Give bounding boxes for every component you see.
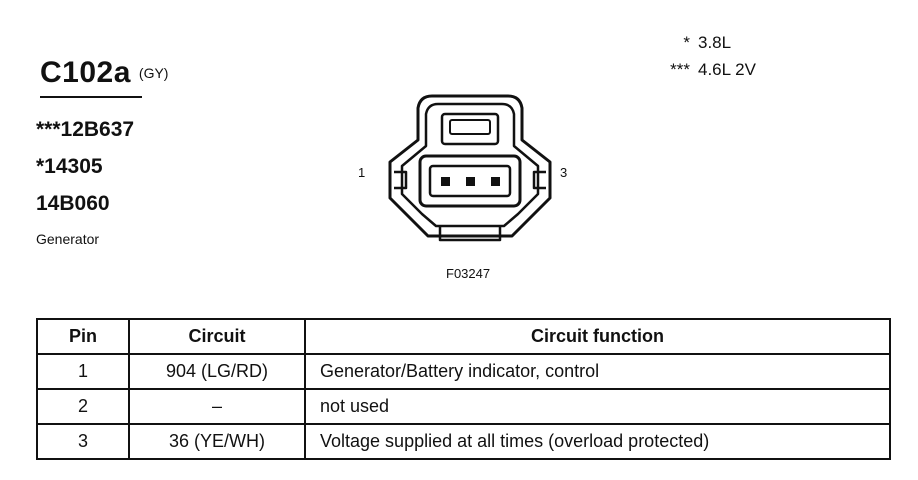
table-header-row: Pin Circuit Circuit function: [36, 318, 891, 355]
table-row: 2 – not used: [36, 388, 891, 425]
terminal-cavity-inner: [428, 164, 512, 198]
connector-id: C102a: [40, 56, 131, 89]
terminal-3: [491, 177, 500, 186]
header-pin: Pin: [36, 318, 130, 355]
housing-outline: [388, 94, 552, 238]
legend-text: 3.8L: [698, 33, 732, 52]
header-circuit: Circuit: [128, 318, 306, 355]
figure-code: F03247: [446, 266, 491, 281]
bottom-key: [438, 226, 502, 242]
part-number-1: ***12B637: [36, 118, 135, 141]
connector-face-drawing: [380, 90, 560, 250]
pinout-table: Pin Circuit Circuit function 1 904 (LG/R…: [36, 318, 891, 460]
cell-circuit: 36 (YE/WH): [128, 423, 306, 460]
cell-circuit: –: [128, 388, 306, 425]
cell-pin: 3: [36, 423, 130, 460]
engine-legend: * 3.8L *** 4.6L 2V: [620, 33, 800, 87]
title-underline: [40, 96, 142, 98]
component-description: Generator: [36, 231, 100, 247]
cell-pin: 2: [36, 388, 130, 425]
part-number-3: 14B060: [36, 192, 110, 215]
terminal-2: [466, 177, 475, 186]
left-lug: [394, 170, 408, 190]
cell-pin: 1: [36, 353, 130, 390]
legend-mark: ***: [670, 60, 690, 79]
terminal-cavity-outer: [418, 154, 522, 208]
latch-inner: [449, 119, 491, 135]
cell-function: Voltage supplied at all times (overload …: [304, 423, 891, 460]
legend-row: *** 4.6L 2V: [620, 60, 800, 87]
right-lug: [532, 170, 546, 190]
table-row: 3 36 (YE/WH) Voltage supplied at all tim…: [36, 423, 891, 460]
connector-title: C102a (GY): [40, 56, 168, 90]
cell-function: not used: [304, 388, 891, 425]
legend-mark: *: [683, 33, 690, 52]
connector-color: (GY): [138, 65, 169, 81]
cell-circuit: 904 (LG/RD): [128, 353, 306, 390]
pin-1-label: 1: [358, 165, 366, 180]
legend-text: 4.6L 2V: [698, 60, 756, 79]
legend-row: * 3.8L: [620, 33, 800, 60]
terminal-1: [441, 177, 450, 186]
latch-outer: [440, 112, 500, 146]
part-number-2: *14305: [36, 155, 103, 178]
cell-function: Generator/Battery indicator, control: [304, 353, 891, 390]
pin-3-label: 3: [560, 165, 568, 180]
header-circuit-function: Circuit function: [304, 318, 891, 355]
table-row: 1 904 (LG/RD) Generator/Battery indicato…: [36, 353, 891, 390]
connector-drawing-svg: [388, 94, 552, 242]
housing-inner-outline: [400, 102, 540, 228]
